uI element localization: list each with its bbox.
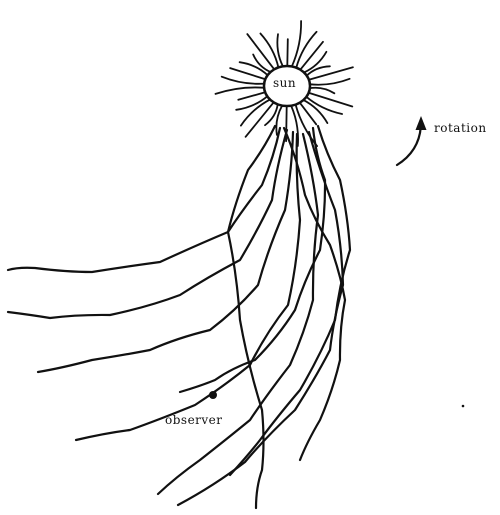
rotation-label: rotation	[434, 121, 487, 135]
sun-ray	[238, 92, 266, 100]
sun-ray	[287, 39, 288, 66]
streamer-line	[158, 134, 318, 494]
sun-ray	[216, 87, 266, 93]
sun-label: sun	[273, 76, 296, 90]
streamer-line	[180, 128, 325, 392]
streamer-line	[8, 128, 280, 272]
speck	[462, 405, 465, 408]
streamer-line	[284, 128, 345, 460]
sun-ray	[309, 79, 350, 85]
rotation-arrowhead	[416, 116, 427, 130]
sun-ray	[246, 102, 274, 137]
sun-ray	[277, 34, 282, 66]
sun-ray	[253, 55, 271, 73]
sun-ray	[309, 88, 335, 94]
sun-ray	[300, 42, 323, 70]
streamer-line	[8, 130, 287, 318]
streamer-line	[38, 132, 293, 372]
sun-ray	[247, 34, 274, 69]
observer-label: observer	[165, 413, 223, 427]
sun-ray	[308, 93, 353, 107]
streamer-lines	[8, 126, 350, 508]
streamer-line	[76, 134, 300, 440]
observer-marker	[209, 391, 217, 399]
